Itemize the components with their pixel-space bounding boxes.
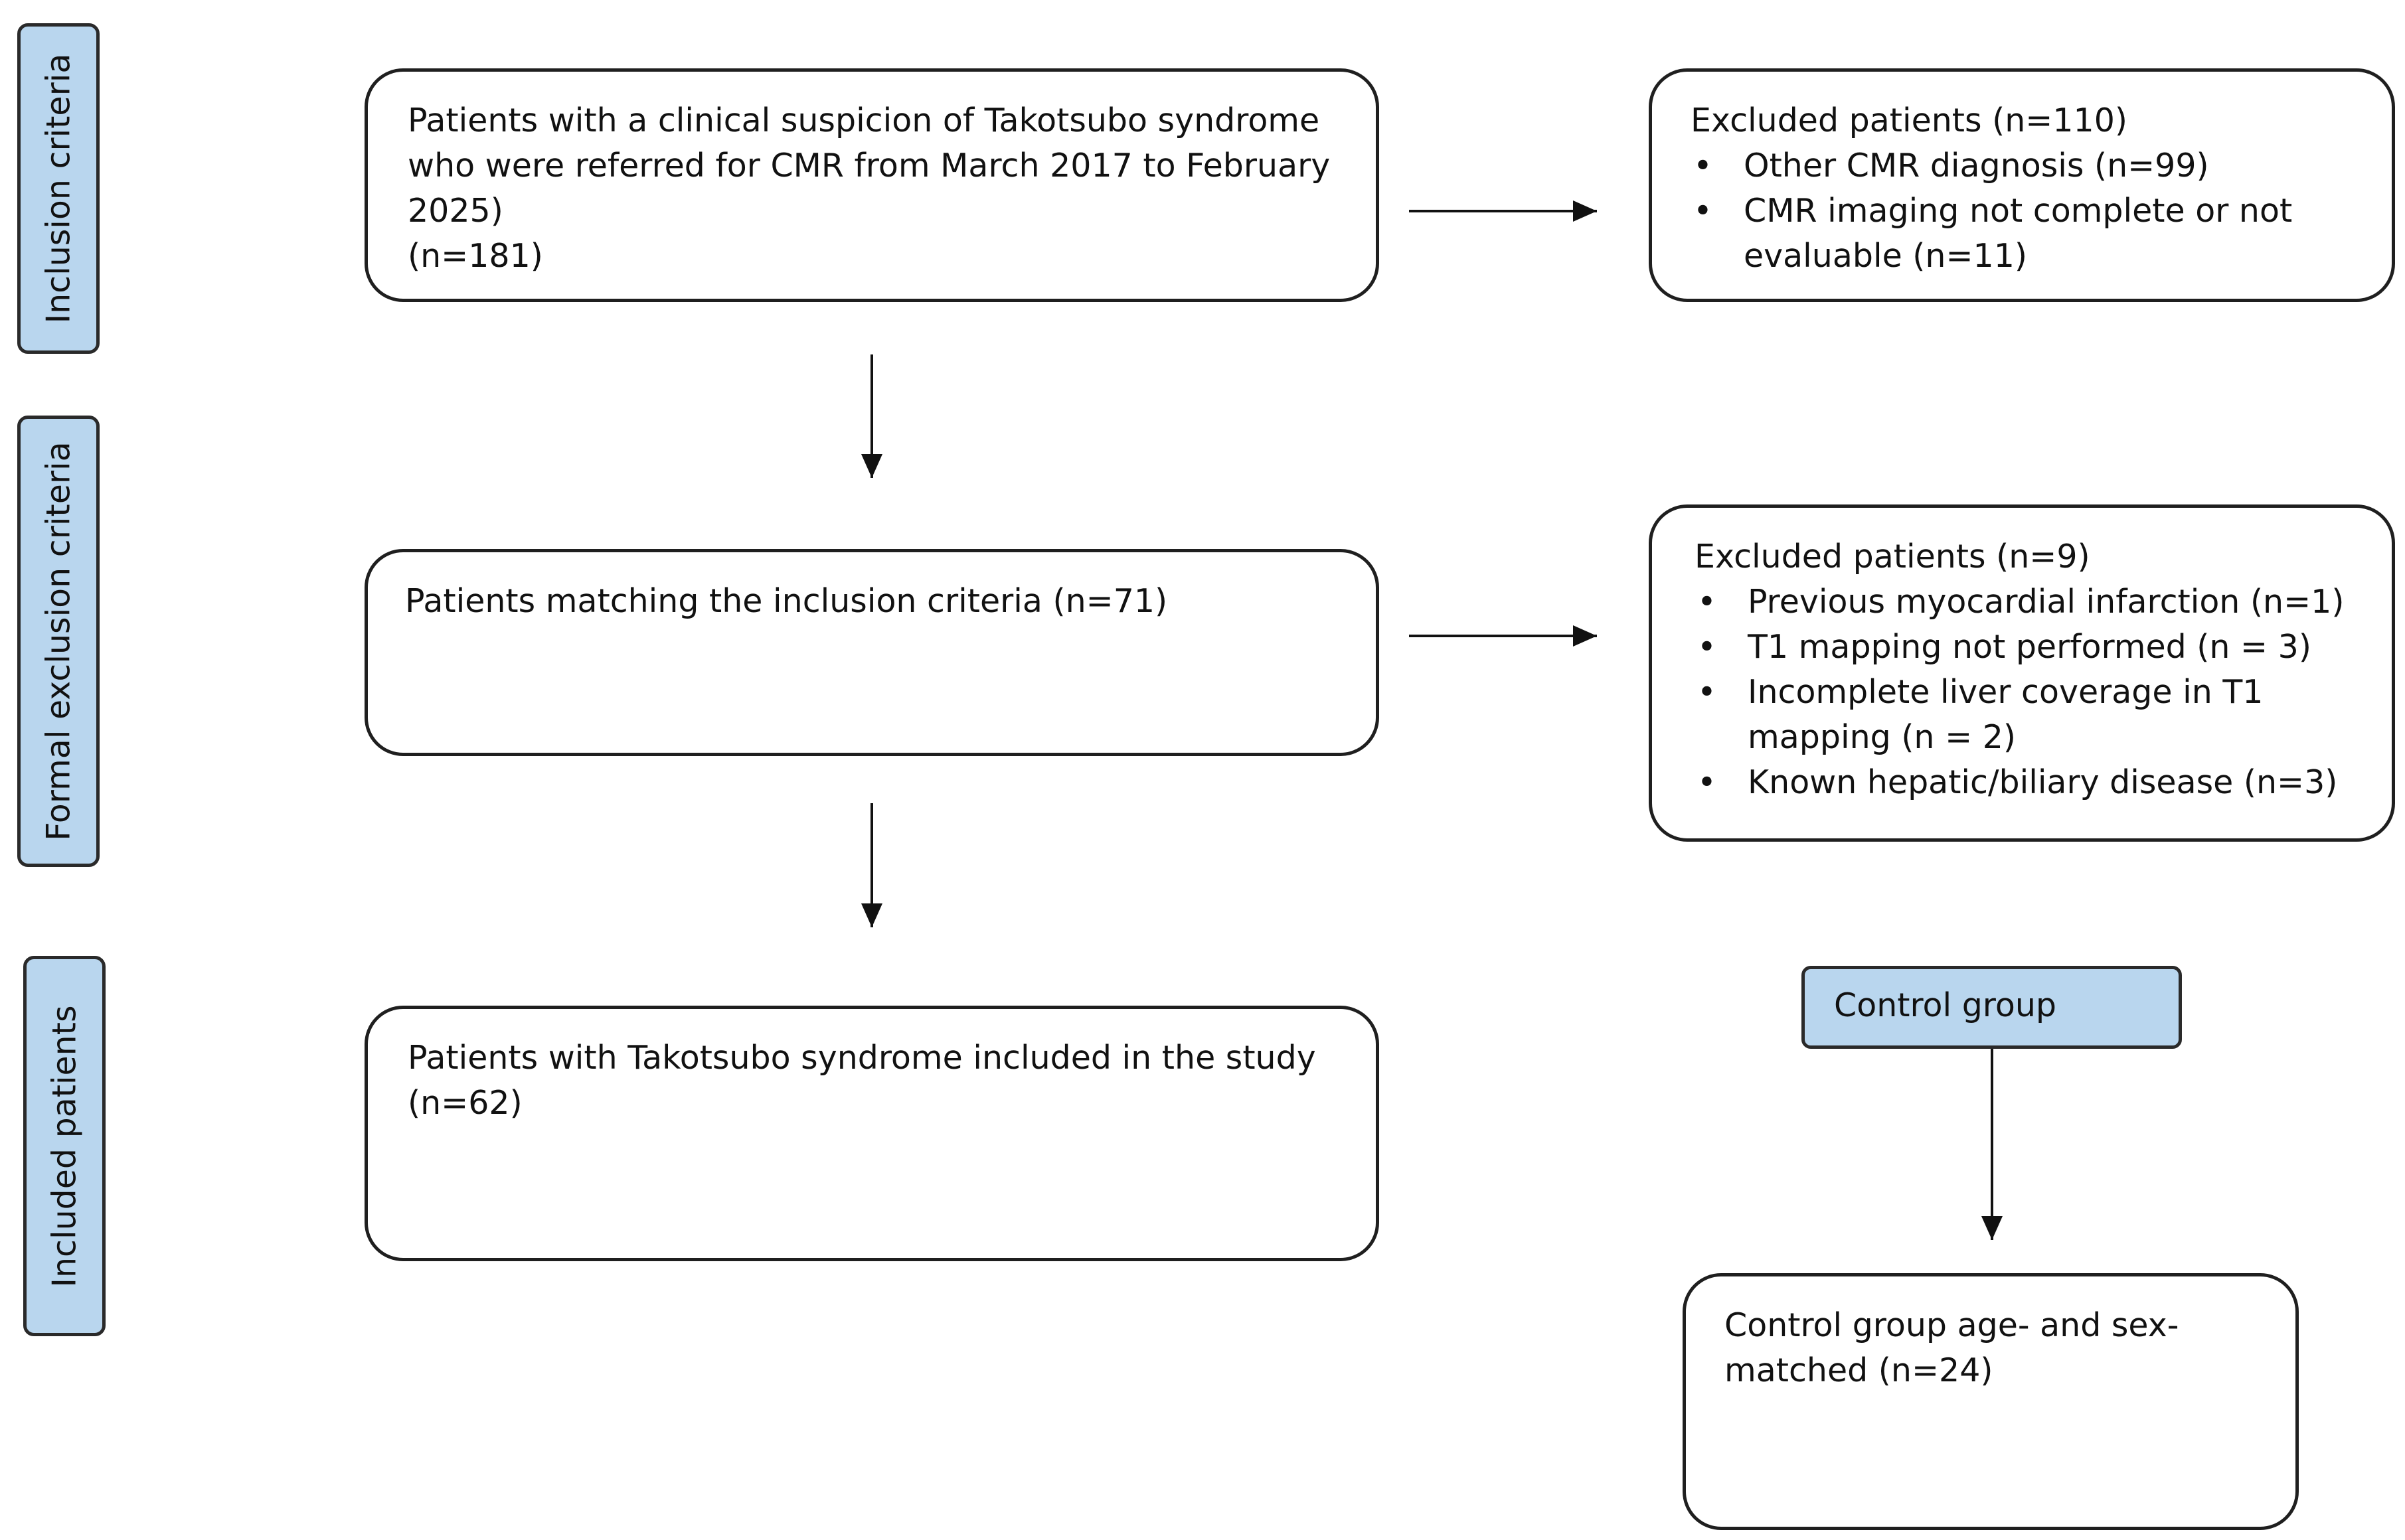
excluded-second-title: Excluded patients (n=9) [1695,538,2090,576]
excluded-first-box: Excluded patients (n=110) • Other CMR di… [1649,68,2395,302]
control-line: matched (n=24) [1724,1351,1993,1389]
suspicion-line: who were referred for CMR from March 201… [408,147,1331,185]
matching-line: Patients matching the inclusion criteria… [405,582,1168,620]
excluded-second-item: • Incomplete liver coverage in T1 mappin… [1695,670,2392,760]
bullet-dot: • [1697,673,1716,711]
excluded-first-list: • Other CMR diagnosis (n=99) • CMR imagi… [1691,143,2392,279]
included-line: (n=62) [408,1084,523,1122]
suspicion-box: Patients with a clinical suspicion of Ta… [365,68,1379,302]
bullet-dot: • [1697,763,1716,801]
matching-box: Patients matching the inclusion criteria… [365,549,1379,756]
excluded-first-item: • Other CMR diagnosis (n=99) [1691,143,2392,189]
bullet-text: CMR imaging not complete or not [1744,192,2293,230]
suspicion-line: Patients with a clinical suspicion of Ta… [408,102,1320,139]
excluded-second-box: Excluded patients (n=9) • Previous myoca… [1649,504,2395,842]
bullet-text: Previous myocardial infarction (n=1) [1748,583,2345,621]
excluded-second-list: • Previous myocardial infarction (n=1) •… [1695,579,2392,805]
bullet-text: Other CMR diagnosis (n=99) [1744,147,2209,185]
excluded-second-item: • Known hepatic/biliary disease (n=3) [1695,760,2392,805]
bullet-dot: • [1693,147,1712,185]
control-group-header-text: Control group [1834,986,2057,1024]
suspicion-line: (n=181) [408,237,543,275]
stage-label-inclusion: Inclusion criteria [17,23,100,354]
included-box: Patients with Takotsubo syndrome include… [365,1006,1379,1261]
excluded-first-title: Excluded patients (n=110) [1691,102,2127,139]
bullet-text: evaluable (n=11) [1744,237,2028,275]
bullet-text: Incomplete liver coverage in T1 [1748,673,2264,711]
suspicion-line: 2025) [408,192,503,230]
bullet-dot: • [1697,583,1716,621]
bullet-dot: • [1697,628,1716,666]
bullet-text: T1 mapping not performed (n = 3) [1748,628,2311,666]
excluded-second-item: • Previous myocardial infarction (n=1) [1695,579,2392,625]
control-group-header: Control group [1801,966,2182,1049]
stage-label-included: Included patients [23,956,106,1336]
stage-label-exclusion: Formal exclusion criteria [17,416,100,867]
bullet-dot: • [1693,192,1712,230]
bullet-text: Known hepatic/biliary disease (n=3) [1748,763,2338,801]
excluded-first-item: • CMR imaging not complete or not evalua… [1691,189,2392,279]
control-line: Control group age- and sex- [1724,1306,2179,1344]
excluded-second-item: • T1 mapping not performed (n = 3) [1695,625,2392,670]
included-line: Patients with Takotsubo syndrome include… [408,1039,1316,1077]
control-group-box: Control group age- and sex- matched (n=2… [1683,1273,2299,1530]
bullet-text: mapping (n = 2) [1748,718,2016,756]
